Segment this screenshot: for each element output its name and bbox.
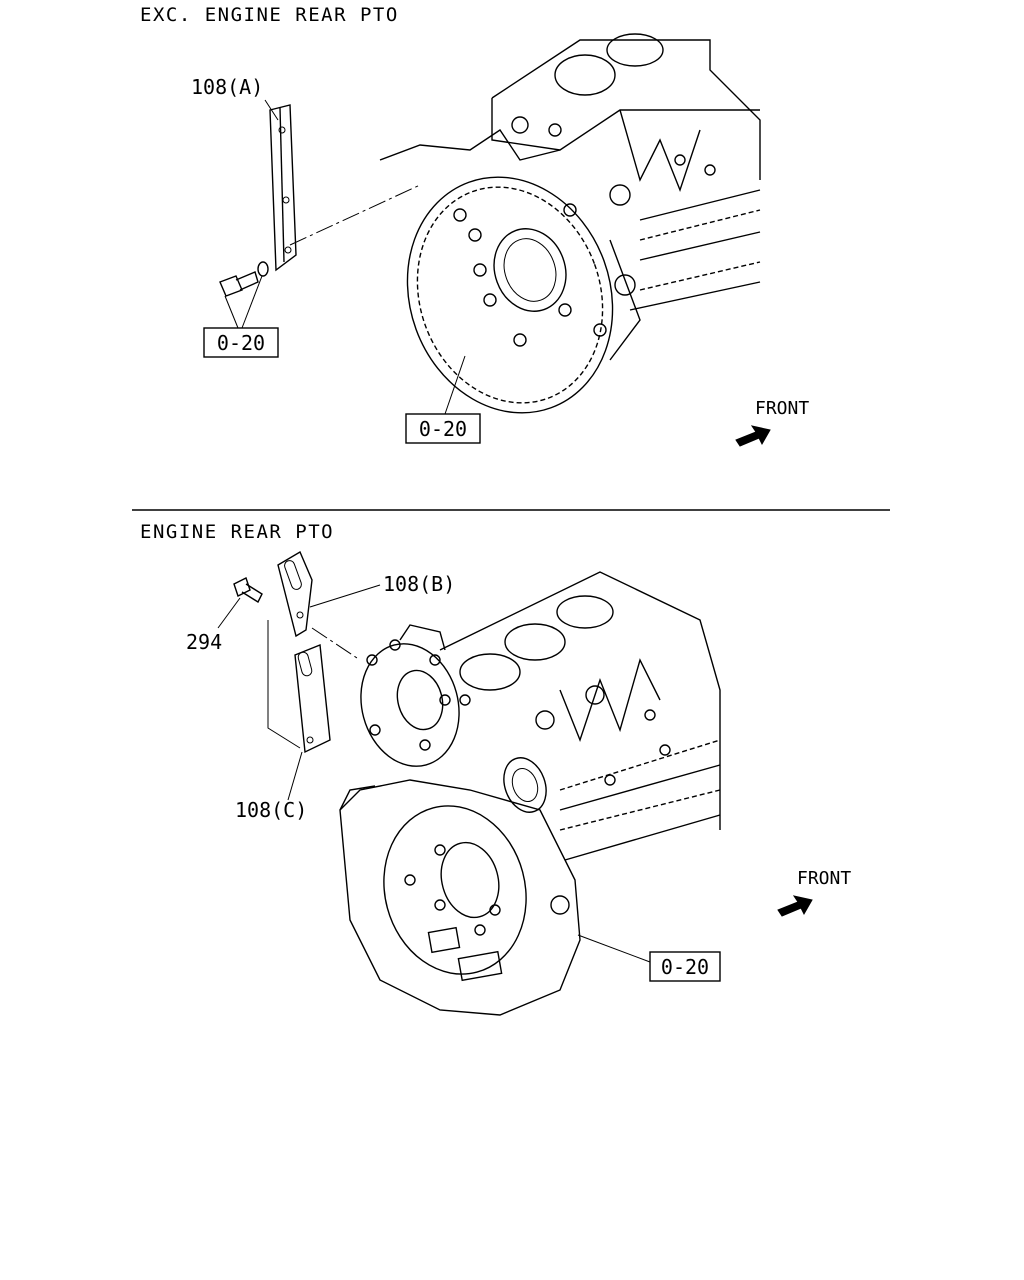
bracket-108b <box>277 550 313 638</box>
leader-housing-bottom <box>577 934 651 963</box>
section-exc-engine-rear-pto: EXC. ENGINE REAR PTO <box>140 4 809 447</box>
ref-label-housing-top: 0-20 <box>419 417 467 441</box>
centerline-bottom <box>311 627 361 661</box>
section-title-bottom: ENGINE REAR PTO <box>140 521 334 543</box>
front-arrow-bottom <box>777 895 813 917</box>
front-label-top: FRONT <box>755 398 809 419</box>
bracket-108a <box>269 104 297 272</box>
front-arrow-top <box>735 425 771 447</box>
pto-adapter <box>360 624 471 767</box>
ref-label-bolt-top: 0-20 <box>217 331 265 355</box>
label-108a: 108(A) <box>191 75 263 99</box>
engine-block-top <box>379 33 761 311</box>
ref-box-housing-top <box>405 413 481 444</box>
assembly-line-bottom <box>267 620 301 749</box>
ref-box-housing-bottom <box>649 951 721 982</box>
bracket-108c <box>294 644 331 754</box>
flywheel-housing-bottom <box>339 779 581 1016</box>
section-engine-rear-pto: ENGINE REAR PTO <box>140 521 851 1016</box>
leader-108b <box>309 584 381 608</box>
section-title-top: EXC. ENGINE REAR PTO <box>140 4 399 26</box>
flywheel-housing-top <box>406 176 641 414</box>
centerline-top <box>289 184 421 246</box>
bolt-top <box>219 261 269 297</box>
ref-box-bolt-top <box>203 327 279 358</box>
engine-block-bottom <box>439 571 721 861</box>
front-label-bottom: FRONT <box>797 868 851 889</box>
bolt-294 <box>233 577 263 604</box>
label-294: 294 <box>186 630 222 654</box>
leader-bolt-top-2 <box>241 275 263 329</box>
leader-housing-top <box>444 355 466 415</box>
leader-294 <box>217 597 241 629</box>
label-108c: 108(C) <box>235 798 307 822</box>
label-108b: 108(B) <box>383 572 455 596</box>
leader-108c <box>287 751 303 801</box>
leader-108a <box>264 99 279 121</box>
leader-bolt-top-1 <box>224 295 239 329</box>
ref-label-housing-bottom: 0-20 <box>661 955 709 979</box>
